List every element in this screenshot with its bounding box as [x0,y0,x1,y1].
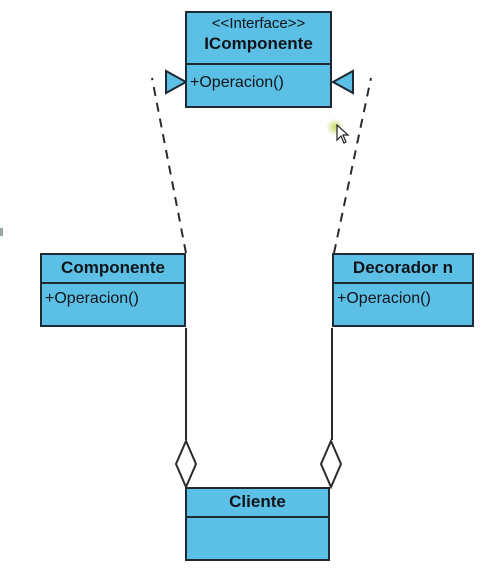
cliente-operations [187,518,328,528]
componente-operation: +Operacion() [45,290,139,307]
mouse-cursor-icon [336,124,350,144]
decorador-operation: +Operacion() [337,290,431,307]
componente-name: Componente [61,258,165,277]
cliente-box[interactable]: Cliente [185,487,330,561]
componente-box[interactable]: Componente +Operacion() [40,253,186,327]
realization-arrowhead-right [330,69,354,95]
stereotype-label: <<Interface>> [211,15,306,32]
interface-header: <<Interface>> IComponente [187,13,330,65]
aggregation-diamond-right [319,438,343,490]
decorador-header: Decorador n [334,255,472,284]
interface-operations: +Operacion() [187,65,330,98]
cliente-header: Cliente [187,489,328,518]
componente-header: Componente [42,255,184,284]
realization-line-componente [151,77,187,254]
decorador-box[interactable]: Decorador n +Operacion() [332,253,474,327]
realization-line-decorador [333,77,372,254]
aggregation-diamond-left [174,438,198,490]
interface-name: IComponente [204,34,313,53]
interface-operation: +Operacion() [190,74,284,91]
edge-artifact [0,228,3,236]
realization-arrowhead-left [165,69,189,95]
componente-operations: +Operacion() [42,284,184,314]
decorador-name: Decorador n [352,258,454,277]
decorador-operations: +Operacion() [334,284,472,314]
cliente-name: Cliente [229,492,286,511]
interface-box[interactable]: <<Interface>> IComponente +Operacion() [185,11,332,108]
